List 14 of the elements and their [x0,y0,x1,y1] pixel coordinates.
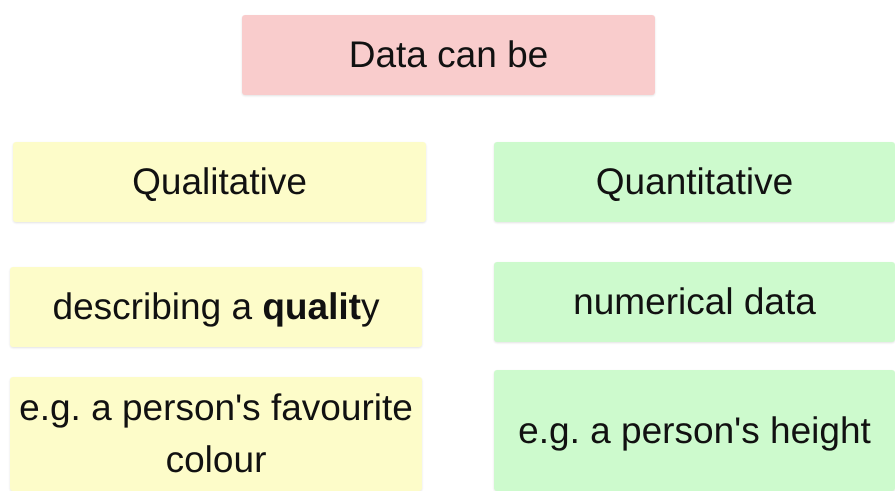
box-text: numerical data [573,280,816,324]
category-box [13,142,426,222]
box-text: Quantitative [596,160,794,204]
category-box [494,142,895,222]
heading-box [242,15,655,95]
example-box [10,377,422,491]
box-text: Data can be [348,33,548,78]
example-box [494,370,895,491]
box-text: Qualitative [132,160,307,204]
box-text: describing a quality [52,285,380,330]
box-text: e.g. a person's height [518,408,871,453]
definition-box [494,262,895,342]
box-text: e.g. a person's favourite colour [18,386,414,482]
definition-box [10,267,422,347]
